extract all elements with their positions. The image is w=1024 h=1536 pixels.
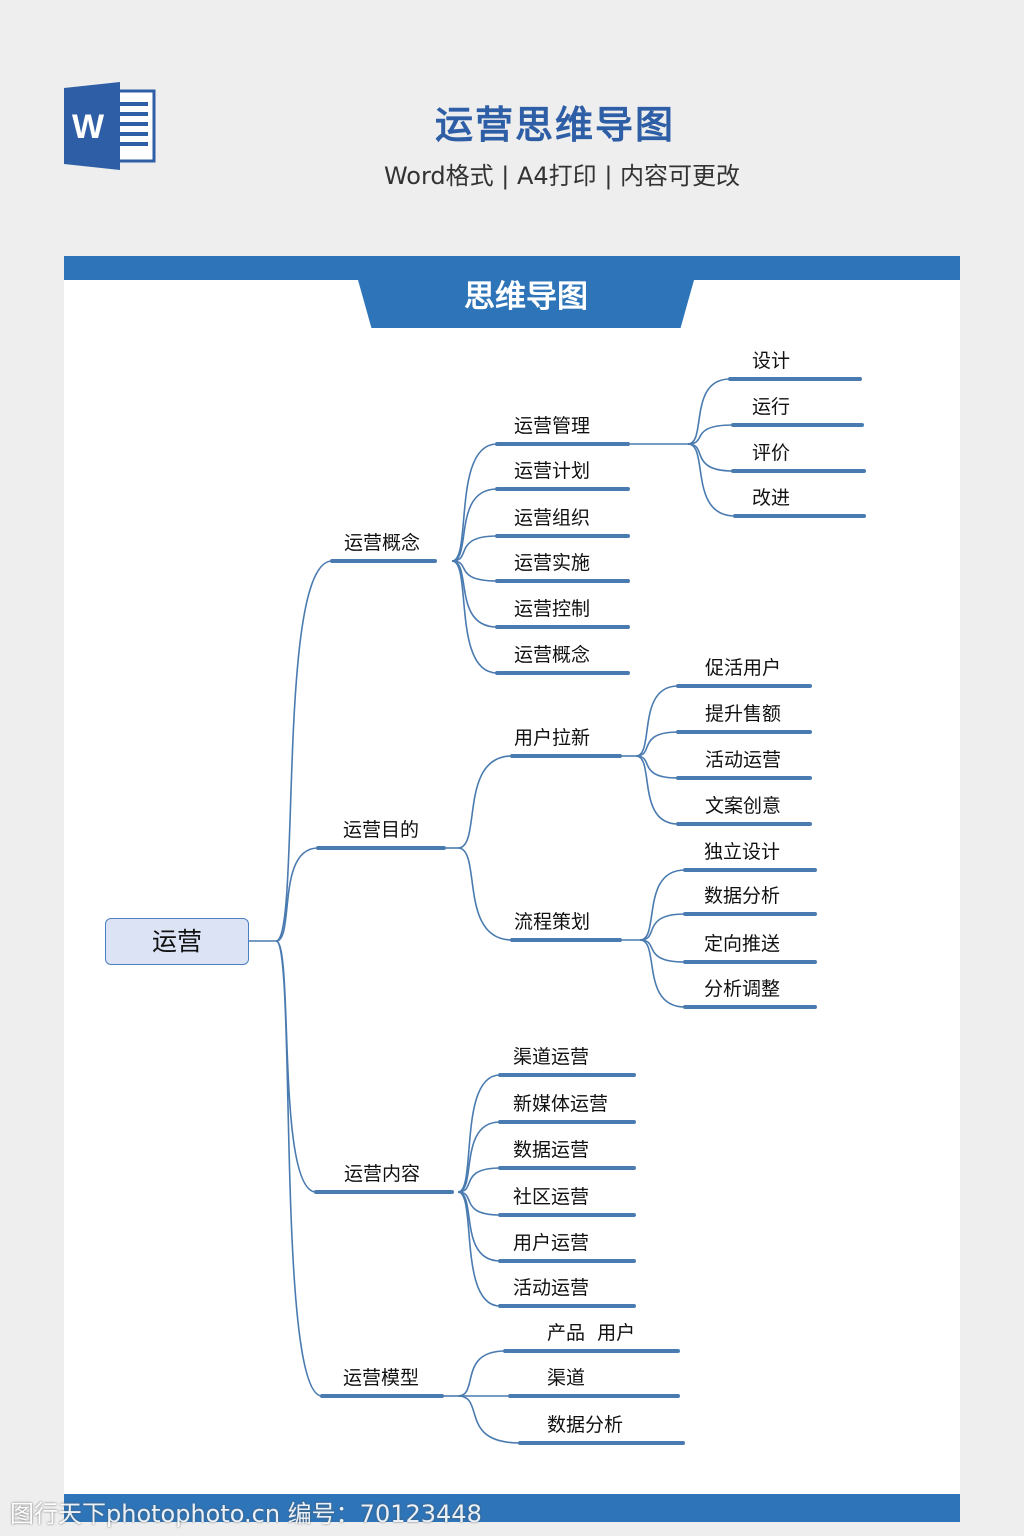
connector-curve bbox=[275, 940, 323, 1397]
connector-curve bbox=[457, 1121, 501, 1193]
mindmap-node-label: 渠道 bbox=[547, 1367, 586, 1389]
page-title: 运营思维导图 bbox=[434, 103, 675, 147]
mindmap-node-label: 文案创意 bbox=[705, 795, 782, 817]
mindmap-node-label: 定向推送 bbox=[704, 933, 781, 955]
watermark: 图行天下photophoto.cn 编号：70123448 bbox=[10, 1500, 482, 1528]
mindmap-node-label: 改进 bbox=[752, 487, 791, 509]
mindmap-node-label: 流程策划 bbox=[514, 911, 591, 933]
connector-curve bbox=[457, 1350, 506, 1397]
mindmap-node-label: 运营实施 bbox=[514, 552, 591, 574]
section-banner: 思维导图 bbox=[358, 280, 694, 328]
connector-curve bbox=[635, 685, 679, 757]
mindmap-node-label: 运营计划 bbox=[514, 460, 591, 482]
connector-curve bbox=[639, 939, 686, 963]
connector-curve bbox=[639, 869, 686, 941]
connector-curve bbox=[639, 913, 686, 941]
connector-curve bbox=[457, 1191, 501, 1307]
mindmap-node-label: 运营控制 bbox=[514, 598, 591, 620]
connector-curve bbox=[457, 847, 513, 941]
connector-curve bbox=[635, 755, 679, 779]
connector-curve bbox=[457, 755, 513, 849]
connector-curve bbox=[639, 939, 686, 1008]
connector-curve bbox=[451, 560, 498, 674]
connector-curve bbox=[687, 443, 736, 517]
mindmap-node-label: 用户拉新 bbox=[514, 727, 591, 749]
connector-curve bbox=[275, 560, 333, 942]
document-card bbox=[64, 256, 960, 1496]
mindmap-node-label: 数据运营 bbox=[513, 1139, 590, 1161]
connector-curve bbox=[687, 424, 734, 445]
connector-curve bbox=[275, 940, 317, 1193]
mindmap-node-label: 活动运营 bbox=[513, 1277, 590, 1299]
connector-curve bbox=[457, 1395, 521, 1444]
top-bar bbox=[64, 256, 960, 280]
mindmap-node-label: 数据分析 bbox=[704, 885, 781, 907]
mindmap-node-label: 运营目的 bbox=[343, 819, 420, 841]
connector-curve bbox=[451, 443, 498, 562]
page-subtitle: Word格式 | A4打印 | 内容可更改 bbox=[383, 162, 741, 190]
connector-curve bbox=[451, 560, 498, 582]
connector-curve bbox=[457, 1191, 501, 1262]
mindmap-node-label: 运营组织 bbox=[514, 507, 591, 529]
mindmap-node-label: 运行 bbox=[752, 396, 791, 418]
mindmap-node-label: 提升售额 bbox=[705, 703, 782, 725]
connector-curve bbox=[457, 1191, 501, 1216]
mindmap-node-label: 活动运营 bbox=[705, 749, 782, 771]
mindmap-root-node: 运营 bbox=[105, 918, 249, 965]
mindmap-node-label: 用户运营 bbox=[513, 1232, 590, 1254]
mindmap-node-label: 运营管理 bbox=[514, 415, 591, 437]
bottom-bar bbox=[64, 1494, 960, 1522]
connector-curve bbox=[451, 488, 498, 562]
mindmap-node-label: 产品 用户 bbox=[547, 1322, 636, 1344]
mindmap-node-label: 新媒体运营 bbox=[513, 1093, 609, 1115]
svg-text:W: W bbox=[72, 108, 105, 146]
connector-curve bbox=[275, 847, 319, 942]
mindmap-node-label: 运营概念 bbox=[344, 532, 421, 554]
connector-curve bbox=[457, 1167, 501, 1193]
connector-curve bbox=[635, 731, 679, 757]
connector-curve bbox=[457, 1074, 501, 1193]
mindmap-node-label: 运营模型 bbox=[343, 1367, 420, 1389]
connector-curve bbox=[687, 443, 734, 472]
mindmap-node-label: 设计 bbox=[752, 350, 791, 372]
connector-curve bbox=[451, 535, 498, 562]
mindmap-node-label: 运营内容 bbox=[344, 1163, 421, 1185]
mindmap-node-label: 评价 bbox=[752, 442, 791, 464]
mindmap-node-label: 社区运营 bbox=[513, 1186, 590, 1208]
connector-curve bbox=[687, 378, 731, 445]
word-logo-icon: W bbox=[64, 82, 156, 170]
mindmap-node-label: 数据分析 bbox=[547, 1414, 624, 1436]
mindmap-node-label: 分析调整 bbox=[704, 978, 781, 1000]
mindmap-node-label: 运营概念 bbox=[514, 644, 591, 666]
connector-curve bbox=[451, 560, 498, 628]
mindmap-node-label: 渠道运营 bbox=[513, 1046, 590, 1068]
mindmap-node-label: 独立设计 bbox=[704, 841, 781, 863]
mindmap-node-label: 促活用户 bbox=[705, 657, 782, 679]
connector-curve bbox=[635, 755, 679, 825]
